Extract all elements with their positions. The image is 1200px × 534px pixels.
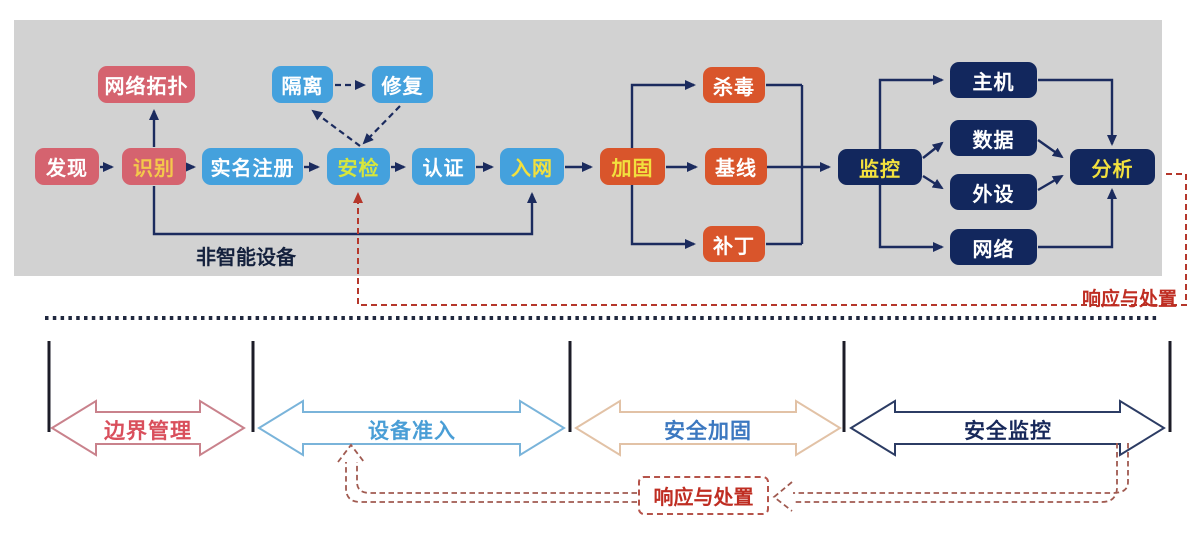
node-analysis: 分析 bbox=[1070, 149, 1155, 185]
node-hardening: 加固 bbox=[600, 148, 665, 185]
node-network: 网络 bbox=[950, 229, 1037, 265]
node-discover: 发现 bbox=[35, 148, 99, 185]
phase-label-boundary-management: 边界管理 bbox=[104, 420, 192, 443]
node-patch: 补丁 bbox=[703, 226, 765, 262]
phase-arrow-access bbox=[257, 399, 566, 457]
node-repair: 修复 bbox=[372, 66, 433, 103]
response-disposal-label-top: 响应与处置 bbox=[1082, 289, 1178, 310]
phase-label-security-hardening: 安全加固 bbox=[664, 420, 752, 443]
non-smart-device-path bbox=[152, 186, 537, 236]
node-peripheral: 外设 bbox=[950, 174, 1037, 210]
response-disposal-box: 响应与处置 bbox=[638, 476, 769, 515]
phase-boundary-bars bbox=[47, 341, 1172, 432]
node-baseline: 基线 bbox=[705, 148, 767, 185]
flow-connectors bbox=[100, 75, 1117, 252]
node-data: 数据 bbox=[950, 120, 1037, 156]
phase-label-device-access: 设备准入 bbox=[368, 420, 456, 443]
node-network-topology: 网络拓扑 bbox=[98, 66, 195, 103]
phase-arrow-boundary bbox=[50, 399, 246, 457]
node-host: 主机 bbox=[950, 62, 1037, 98]
node-network-access: 入网 bbox=[500, 148, 564, 185]
node-real-name-registration: 实名注册 bbox=[202, 148, 303, 185]
node-security-inspection: 安检 bbox=[327, 148, 390, 185]
phase-arrow-monitor bbox=[849, 399, 1166, 457]
node-monitoring: 监控 bbox=[838, 149, 922, 185]
node-antivirus: 杀毒 bbox=[703, 67, 765, 103]
non-smart-device-label: 非智能设备 bbox=[196, 247, 296, 269]
response-feedback-path-top bbox=[353, 173, 1187, 306]
remediation-cycle-connectors bbox=[311, 80, 401, 147]
node-identify: 识别 bbox=[122, 148, 186, 185]
node-isolate: 隔离 bbox=[272, 66, 333, 103]
phase-arrow-harden bbox=[574, 399, 842, 457]
response-feedback-pipe-bottom bbox=[337, 443, 1129, 512]
node-authentication: 认证 bbox=[412, 148, 475, 185]
phase-label-security-monitoring: 安全监控 bbox=[964, 420, 1052, 443]
